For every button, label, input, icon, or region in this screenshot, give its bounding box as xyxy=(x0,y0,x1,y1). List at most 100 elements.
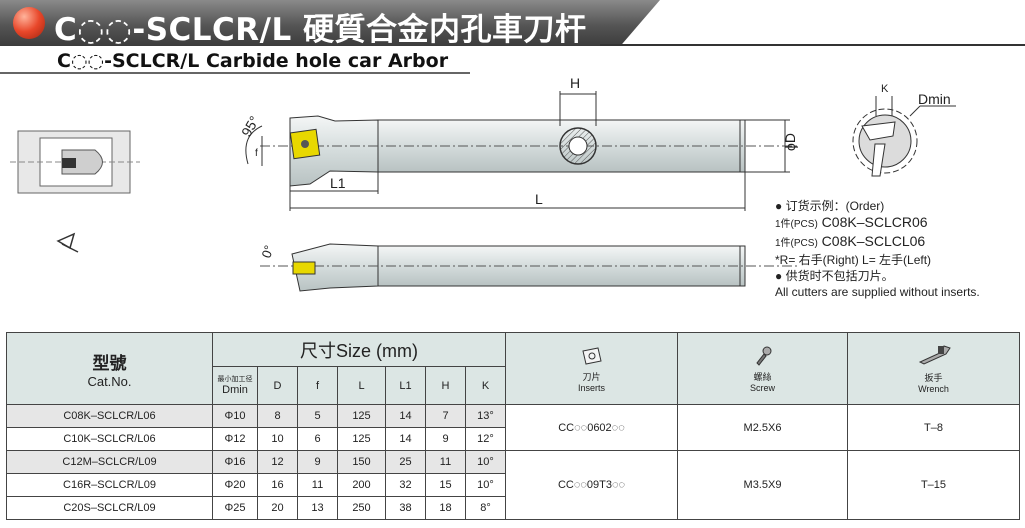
cell-L: 150 xyxy=(337,450,386,474)
subtitle-rule xyxy=(0,72,470,74)
rotation-arrow-icon xyxy=(56,232,79,253)
header-rule xyxy=(600,44,1025,46)
cell-L: 200 xyxy=(337,473,386,497)
cell-cat: C12M–SCLCR/L09 xyxy=(6,450,213,474)
order-example-heading: ● 订货示例：(Order) xyxy=(775,199,885,213)
dim-D: ϕD xyxy=(782,133,798,151)
cell-D: 10 xyxy=(257,427,298,451)
cell-f: 11 xyxy=(297,473,338,497)
cell-H: 9 xyxy=(425,427,466,451)
cell-f: 13 xyxy=(297,496,338,520)
technical-drawing: H ϕD L1 L 95° f 0° K Dmin xyxy=(10,76,956,292)
dim-K: K xyxy=(881,83,889,95)
angle-0: 0° xyxy=(258,243,276,260)
wrench-icon xyxy=(918,344,951,365)
wrench-en: Wrench xyxy=(918,383,949,394)
table-row: C12M–SCLCR/L09 Φ16 12 9 150 25 11 10° CC… xyxy=(6,450,1020,520)
red-ball-icon xyxy=(13,7,45,39)
page-title: C◌◌-SCLCR/L 硬質合金内孔車刀杆 xyxy=(54,12,587,48)
cell-cat: C20S–SCLCR/L09 xyxy=(6,496,213,520)
col-H: H xyxy=(425,366,466,405)
cell-H: 7 xyxy=(425,404,466,428)
cell-dmin: Φ12 xyxy=(212,427,258,451)
cell-screw-group2: M3.5X9 xyxy=(677,450,848,520)
order-code-2: C08K–SCLCL06 xyxy=(817,233,926,249)
dim-H: H xyxy=(570,76,580,91)
cell-K: 13° xyxy=(465,404,506,428)
header-background xyxy=(0,0,660,46)
dmin-cn: 最小加工径 xyxy=(217,375,253,383)
cell-insert-group1: CC◌◌0602◌◌ xyxy=(505,404,678,451)
cell-L1: 14 xyxy=(385,427,426,451)
cell-D: 16 xyxy=(257,473,298,497)
order-example-2: 1件(PCS) C08K–SCLCL06 xyxy=(775,233,980,252)
dmin-en: Dmin xyxy=(222,383,248,396)
order-code-1: C08K–SCLCR06 xyxy=(817,214,928,230)
cell-D: 20 xyxy=(257,496,298,520)
cell-cat: C10K–SCLCR/L06 xyxy=(6,427,213,451)
dim-f: f xyxy=(255,148,258,159)
cell-dmin: Φ16 xyxy=(212,450,258,474)
order-info: ● 订货示例：(Order) 1件(PCS) C08K–SCLCR06 1件(P… xyxy=(775,198,980,300)
cell-dmin: Φ20 xyxy=(212,473,258,497)
table-row: C16R–SCLCR/L09 Φ20 16 11 200 32 15 10° xyxy=(6,473,1020,497)
cell-cat: C16R–SCLCR/L09 xyxy=(6,473,213,497)
cell-wrench-group1: T–8 xyxy=(847,404,1020,451)
hand-note: *R= 右手(Right) L= 左手(Left) xyxy=(775,253,932,267)
table-row: C10K–SCLCR/L06 Φ12 10 6 125 14 9 12° xyxy=(6,427,1020,451)
dim-Dmin: Dmin xyxy=(918,91,951,107)
screw-en: Screw xyxy=(749,382,775,393)
catno-en: Cat.No. xyxy=(87,373,132,389)
cell-H: 15 xyxy=(425,473,466,497)
cell-dmin: Φ25 xyxy=(212,496,258,520)
cell-L1: 14 xyxy=(385,404,426,428)
cell-L: 125 xyxy=(337,427,386,451)
insert-icon xyxy=(581,346,602,365)
wrench-cn: 扳手 xyxy=(924,372,943,383)
col-L: L xyxy=(337,366,386,405)
cell-D: 8 xyxy=(257,404,298,428)
cell-wrench-group2: T–15 xyxy=(847,450,1020,520)
cell-f: 5 xyxy=(297,404,338,428)
end-view: K Dmin xyxy=(852,83,956,177)
cell-D: 12 xyxy=(257,450,298,474)
cell-L1: 32 xyxy=(385,473,426,497)
header-banner: C◌◌-SCLCR/L 硬質合金内孔車刀杆 xyxy=(0,0,1025,48)
table-row: C20S–SCLCR/L09 Φ25 20 13 250 38 18 8° xyxy=(6,496,1020,520)
inserts-en: Inserts xyxy=(577,382,605,393)
col-K: K xyxy=(465,366,506,405)
screw-icon xyxy=(755,346,771,366)
cell-K: 8° xyxy=(465,496,506,520)
cell-K: 10° xyxy=(465,450,506,474)
col-f: f xyxy=(297,366,338,405)
table-row: C08K–SCLCR/L06 Φ10 8 5 125 14 7 13° CC◌◌… xyxy=(6,404,1020,451)
cell-cat: C08K–SCLCR/L06 xyxy=(6,404,213,428)
angle-95: 95° xyxy=(238,113,262,139)
page-subtitle: C◌◌-SCLCR/L Carbide hole car Arbor xyxy=(57,50,449,72)
dim-L: L xyxy=(535,191,543,207)
order-pcs-label: 1件(PCS) xyxy=(775,219,818,230)
cell-f: 6 xyxy=(297,427,338,451)
order-pcs-label: 1件(PCS) xyxy=(775,238,818,249)
cell-K: 10° xyxy=(465,473,506,497)
supply-note-cn: ● 供货时不包括刀片。 xyxy=(775,269,894,283)
cell-H: 18 xyxy=(425,496,466,520)
cell-L1: 38 xyxy=(385,496,426,520)
supply-note-en: All cutters are supplied without inserts… xyxy=(775,285,980,299)
col-L1: L1 xyxy=(385,366,426,405)
cell-insert-group2: CC◌◌09T3◌◌ xyxy=(505,450,678,520)
cell-screw-group1: M2.5X6 xyxy=(677,404,848,451)
cell-f: 9 xyxy=(297,450,338,474)
cell-H: 11 xyxy=(425,450,466,474)
inserts-cn: 刀片 xyxy=(582,371,601,382)
bore-diagram xyxy=(10,130,140,194)
tool-side-view: 0° xyxy=(258,243,800,292)
